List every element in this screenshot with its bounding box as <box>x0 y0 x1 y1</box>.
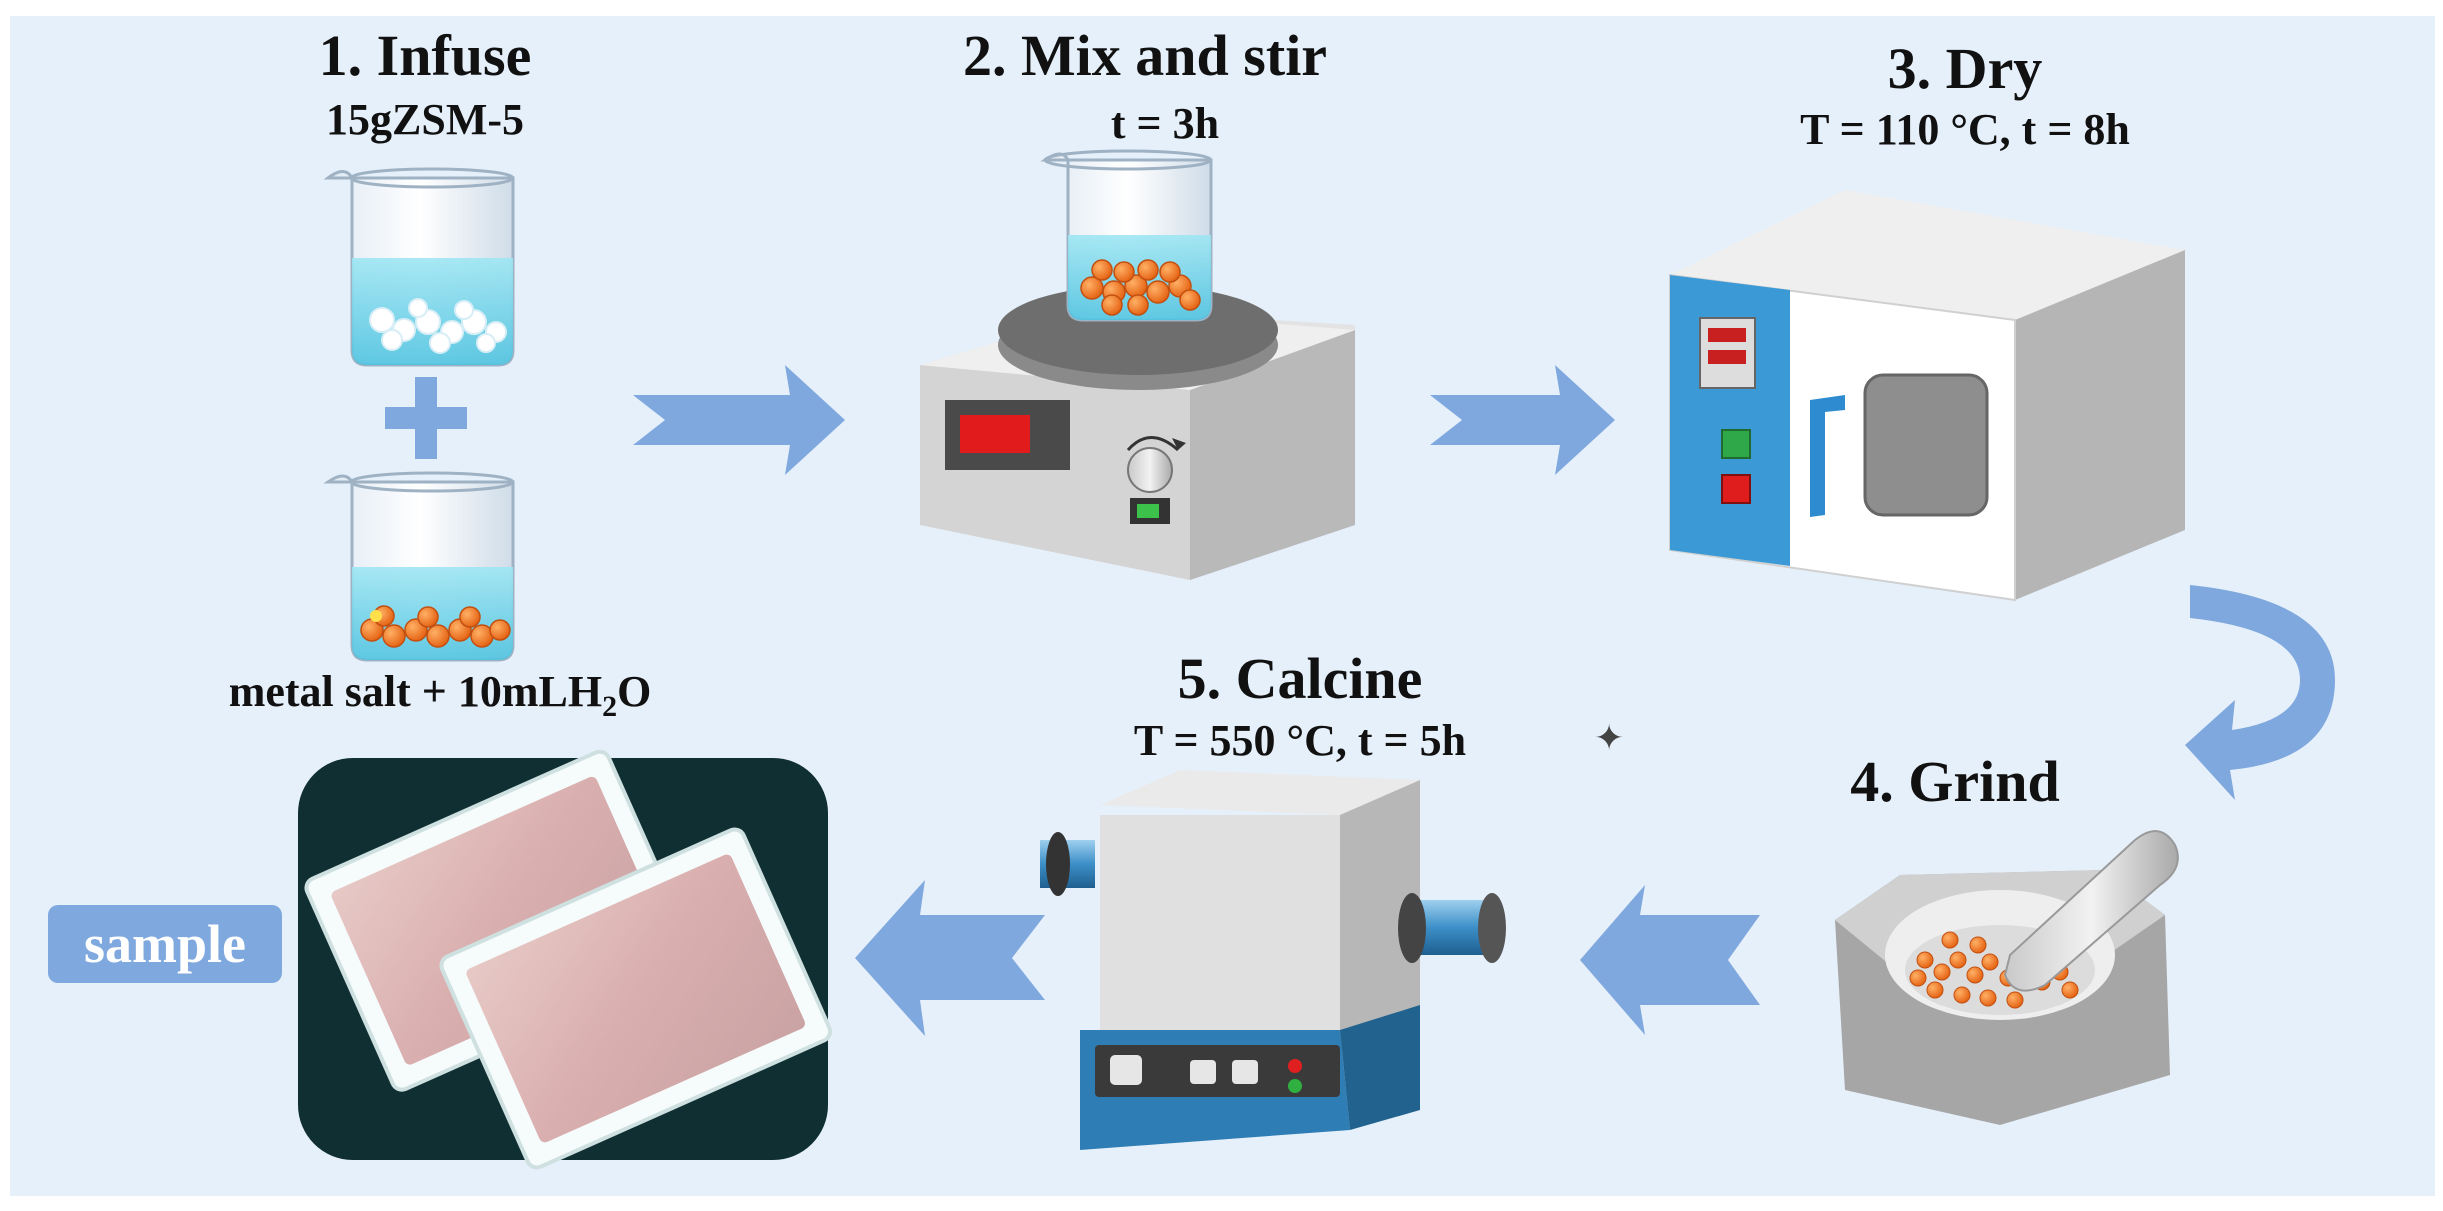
arrow-curve-down <box>2185 585 2335 800</box>
step-infuse-solution: metal salt + 10mLH2O <box>228 667 652 723</box>
sample-badge: sample <box>48 905 282 983</box>
step-infuse-title: 1. Infuse <box>318 23 532 88</box>
magnetic-stirrer <box>920 285 1355 580</box>
beaker-metal-salt <box>323 471 515 662</box>
mortar-and-pestle <box>1835 830 2179 1125</box>
beaker-stirring <box>1040 149 1213 322</box>
step-mix-title: 2. Mix and stir <box>962 23 1328 88</box>
arrow-left-2 <box>855 880 1045 1036</box>
beaker-zsm5 <box>323 167 515 367</box>
step-mix-time: t = 3h <box>1110 99 1220 148</box>
sample-photo <box>298 749 833 1170</box>
step-dry-title: 3. Dry <box>1887 36 2043 101</box>
step-infuse-amount: 15gZSM-5 <box>326 95 524 144</box>
arrow-right-2 <box>1430 365 1615 475</box>
tube-furnace <box>1040 770 1506 1150</box>
move-cursor-icon: ✦ <box>1594 718 1625 759</box>
plus-icon <box>385 377 467 459</box>
arrow-left-1 <box>1580 885 1760 1035</box>
step-calcine-conditions: T = 550 °C, t = 5h <box>1133 716 1467 765</box>
step-calcine-title: 5. Calcine <box>1177 646 1423 711</box>
step-dry-conditions: T = 110 °C, t = 8h <box>1800 105 2130 154</box>
step-grind-title: 4. Grind <box>1850 749 2060 814</box>
arrow-right-1 <box>633 365 845 475</box>
drying-oven <box>1669 190 2185 602</box>
